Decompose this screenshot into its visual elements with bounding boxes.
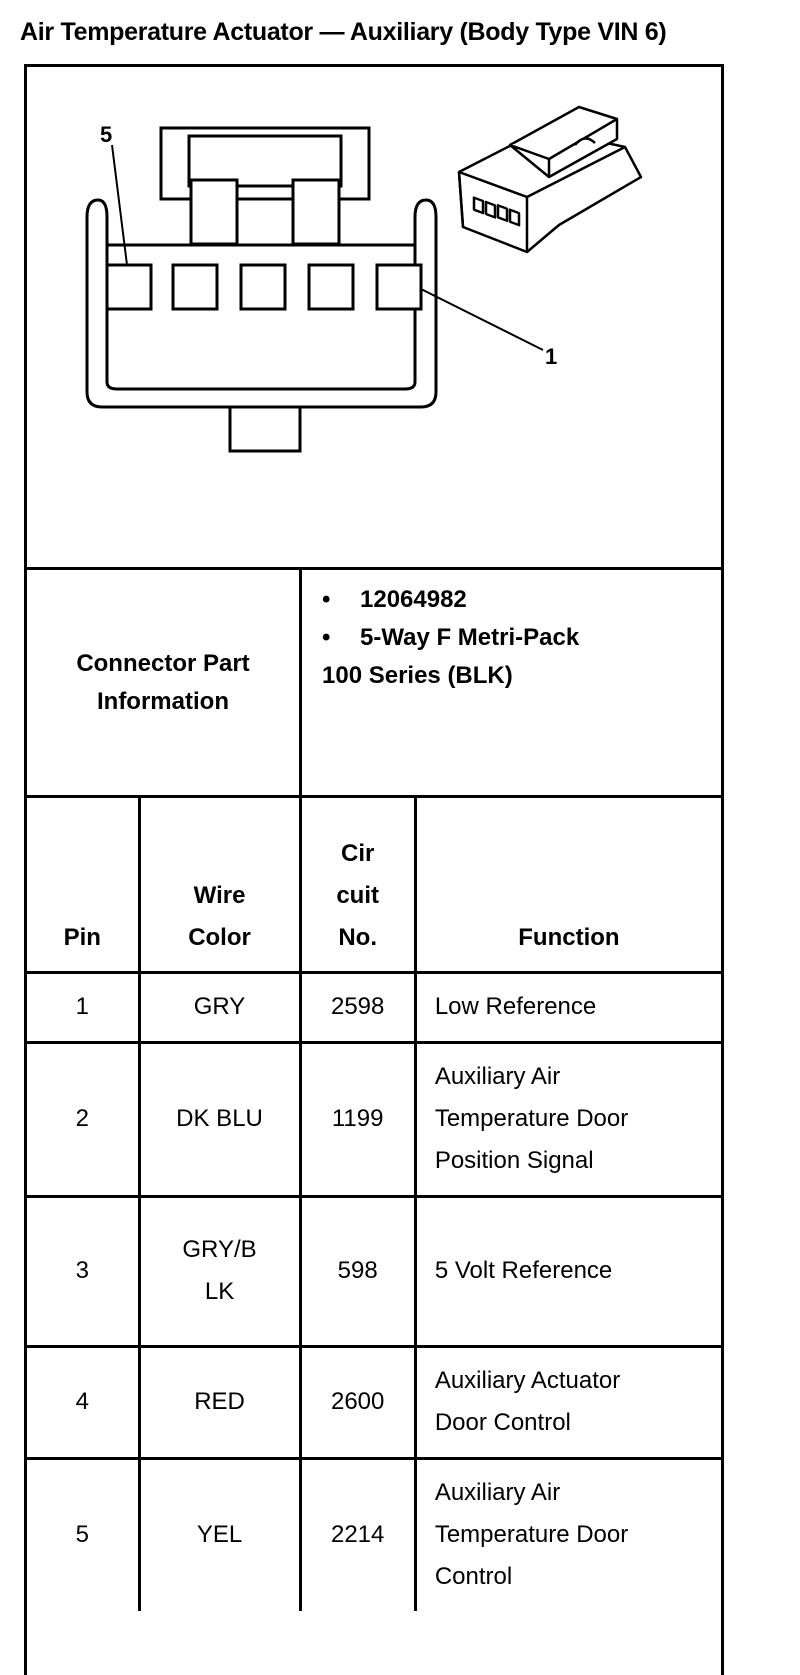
connector-info-label-line2: Information (96, 687, 229, 715)
header-function-label: Function (518, 923, 620, 951)
circuit-cell: 2598 (298, 970, 417, 1044)
connector-info-value: • 12064982 • 5-Way F Metri-Pack 100 Series… (302, 570, 721, 798)
function-line: Position Signal (434, 1147, 594, 1174)
wire-color-cell: GRY/B LK (137, 1194, 302, 1348)
pin-cell: 2 (27, 1040, 141, 1198)
header-circuit: Cir cuit No. (298, 798, 417, 974)
pin-table: Pin Wire Color Cir cuit No. Function 1 (27, 798, 721, 1611)
pin-5-callout: 5 (100, 122, 112, 147)
wire-color-line: GRY/B (182, 1236, 257, 1263)
connector-diagram-cell: 5 1 (27, 67, 721, 570)
circuit-cell: 2214 (298, 1456, 417, 1611)
header-wire-color-line: Color (188, 923, 251, 951)
function-line: Temperature Door (434, 1521, 629, 1549)
function-cell: Auxiliary Air Temperature Door Control (413, 1456, 721, 1611)
wire-color-cell: GRY (137, 970, 302, 1044)
connector-info-label: Connector Part Information (27, 570, 302, 798)
pin-table-header-row: Pin Wire Color Cir cuit No. Function (27, 798, 721, 974)
pin-cell: 3 (27, 1194, 141, 1348)
header-circuit-line: Cir (340, 839, 375, 867)
wire-color-cell: DK BLU (137, 1040, 302, 1198)
function-line: Auxiliary Actuator (434, 1367, 621, 1394)
bullet: • (322, 586, 331, 613)
connector-description-line2: 100 Series (BLK) (322, 662, 513, 689)
header-pin: Pin (27, 798, 141, 974)
table-row: 1 GRY 2598 Low Reference (27, 970, 721, 1044)
pin-cell: 1 (27, 970, 141, 1044)
wire-color-line: RED (194, 1388, 245, 1415)
connector-description-line1: • 5-Way F Metri-Pack (322, 619, 579, 657)
function-line: Auxiliary Air (434, 1479, 561, 1507)
function-cell: Low Reference (413, 970, 721, 1044)
header-circuit-line: cuit (336, 881, 379, 909)
function-cell: Auxiliary Air Temperature Door Position … (413, 1040, 721, 1198)
connector-document-frame: 5 1 Connector Part Information (24, 64, 724, 1675)
function-cell: 5 Volt Reference (413, 1194, 721, 1348)
table-row: 5 YEL 2214 Auxiliary Air Temperature Doo… (27, 1456, 721, 1611)
table-row: 4 RED 2600 Auxiliary Actuator Door Contr… (27, 1344, 721, 1460)
function-line: Low Reference (434, 993, 597, 1020)
function-line: Temperature Door (434, 1105, 629, 1132)
wire-color-line: DK BLU (176, 1105, 263, 1132)
function-line: Auxiliary Air (434, 1063, 561, 1090)
header-wire-color-line: Wire (193, 881, 246, 909)
pin-cell: 5 (27, 1456, 141, 1611)
function-cell: Auxiliary Actuator Door Control (413, 1344, 721, 1460)
circuit-cell: 2600 (298, 1344, 417, 1460)
connector-isometric-view (457, 105, 643, 254)
table-row: 3 GRY/B LK 598 5 Volt Reference (27, 1194, 721, 1348)
page-title: Air Temperature Actuator — Auxiliary (Bo… (20, 18, 667, 46)
connector-info-label-line1: Connector Part (76, 649, 250, 677)
pin-1-callout: 1 (545, 344, 557, 369)
circuit-cell: 598 (298, 1194, 417, 1348)
header-function: Function (413, 798, 721, 974)
function-line: Door Control (434, 1409, 571, 1436)
connector-face-diagram (85, 126, 544, 453)
wire-color-line: LK (204, 1278, 235, 1305)
bullet: • (322, 624, 331, 651)
connector-description: 5-Way F Metri-Pack (360, 624, 580, 651)
table-row: 2 DK BLU 1199 Auxiliary Air Temperature … (27, 1040, 721, 1198)
header-wire-color: Wire Color (137, 798, 302, 974)
wire-color-line: GRY (193, 993, 246, 1020)
wire-color-cell: RED (137, 1344, 302, 1460)
function-line: Control (434, 1563, 513, 1591)
connector-diagram: 5 1 (85, 105, 643, 453)
header-circuit-line: No. (338, 923, 377, 951)
pin-cell: 4 (27, 1344, 141, 1460)
wire-color-cell: YEL (137, 1456, 302, 1611)
part-number: 12064982 (360, 586, 467, 613)
function-line: 5 Volt Reference (434, 1257, 613, 1284)
part-number-line: • 12064982 (322, 581, 467, 619)
header-pin-label: Pin (63, 923, 101, 951)
circuit-cell: 1199 (298, 1040, 417, 1198)
wire-color-line: YEL (196, 1521, 243, 1549)
